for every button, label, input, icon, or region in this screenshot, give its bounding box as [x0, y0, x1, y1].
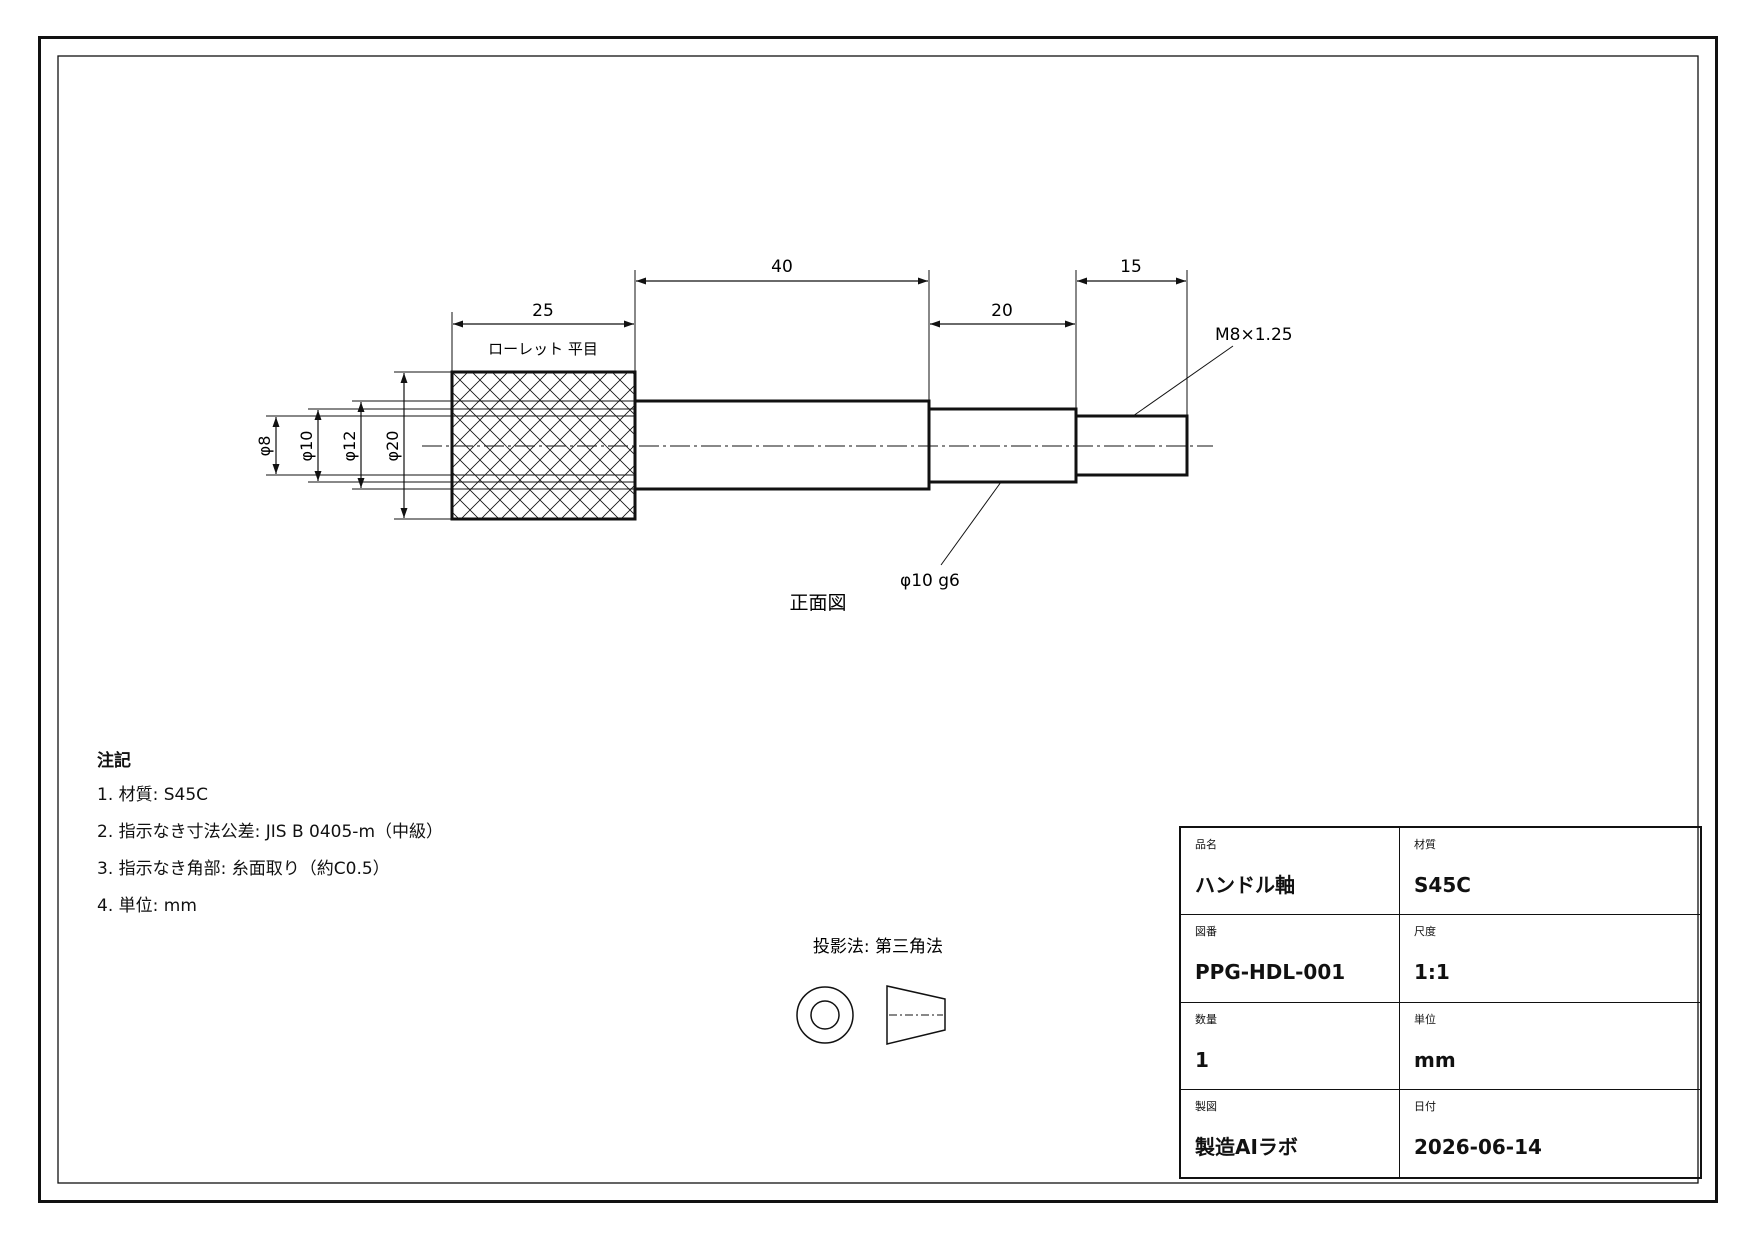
title-block-material: 材質 S45C	[1400, 828, 1700, 916]
date-label: 日付	[1414, 1099, 1436, 1113]
dim-text-20: 20	[991, 301, 1013, 321]
fit-callout: φ10 g6	[900, 571, 960, 591]
material-label: 材質	[1414, 838, 1436, 851]
dim-text-25: 25	[532, 301, 554, 321]
material-value: S45C	[1414, 873, 1471, 897]
view-title: 正面図	[789, 592, 846, 614]
knurled-head	[450, 370, 637, 521]
notes-title: 注記	[97, 751, 131, 771]
unit-value: mm	[1414, 1047, 1456, 1072]
part-name-label: 品名	[1195, 838, 1217, 851]
title-block-scale: 尺度 1:1	[1400, 915, 1700, 1003]
date-value: 2026-06-14	[1414, 1134, 1542, 1159]
unit-label: 単位	[1414, 1012, 1436, 1026]
note-item: 2. 指示なき寸法公差: JIS B 0405-m（中級）	[97, 822, 444, 842]
title-block: 品名 ハンドル軸 材質 S45C 図番 PPG-HDL-001 尺度 1:1 数…	[1179, 826, 1702, 1179]
note-item: 4. 単位: mm	[97, 896, 197, 916]
scale-label: 尺度	[1414, 925, 1436, 939]
title-block-part-name: 品名 ハンドル軸	[1181, 828, 1400, 916]
inner-frame	[57, 55, 1699, 1184]
dim-text-dia10: φ10	[297, 431, 316, 462]
projection-label: 投影法: 第三角法	[813, 937, 943, 957]
dim-text-15: 15	[1120, 257, 1142, 277]
dim-text-dia20: φ20	[383, 431, 402, 462]
note-item: 3. 指示なき角部: 糸面取り（約C0.5）	[97, 859, 390, 879]
title-block-drafter: 製図 製造AIラボ	[1181, 1089, 1400, 1177]
part-name-value: ハンドル軸	[1195, 873, 1295, 897]
length-extension-lines	[451, 270, 1188, 416]
thread-callout: M8×1.25	[1215, 325, 1293, 345]
shaft-front-view	[422, 370, 1213, 521]
knurl-note: ローレット 平目	[488, 340, 598, 358]
dim-text-40: 40	[771, 257, 793, 277]
notes-section: 注記 1. 材質: S45C 2. 指示なき寸法公差: JIS B 0405-m…	[97, 746, 617, 933]
drawing-no-value: PPG-HDL-001	[1195, 960, 1346, 985]
title-block-drawing-no: 図番 PPG-HDL-001	[1181, 915, 1400, 1003]
fit-leader	[940, 481, 1002, 566]
drawing-no-label: 図番	[1195, 925, 1217, 939]
drafter-value: 製造AIラボ	[1195, 1134, 1298, 1159]
outer-frame	[38, 36, 1718, 1203]
dim-text-dia12: φ12	[340, 431, 359, 462]
drafter-label: 製図	[1195, 1099, 1217, 1113]
third-angle-projection-icon	[796, 985, 946, 1045]
title-block-unit: 単位 mm	[1400, 1003, 1700, 1090]
qty-value: 1	[1195, 1047, 1209, 1072]
thread-leader	[1132, 345, 1234, 417]
note-item: 1. 材質: S45C	[97, 785, 209, 805]
qty-label: 数量	[1195, 1012, 1217, 1026]
title-block-date: 日付 2026-06-14	[1400, 1090, 1700, 1177]
scale-value: 1:1	[1414, 960, 1450, 985]
dim-text-dia8: φ8	[255, 436, 274, 457]
shaft-body	[633, 399, 931, 491]
title-block-qty: 数量 1	[1181, 1002, 1400, 1090]
